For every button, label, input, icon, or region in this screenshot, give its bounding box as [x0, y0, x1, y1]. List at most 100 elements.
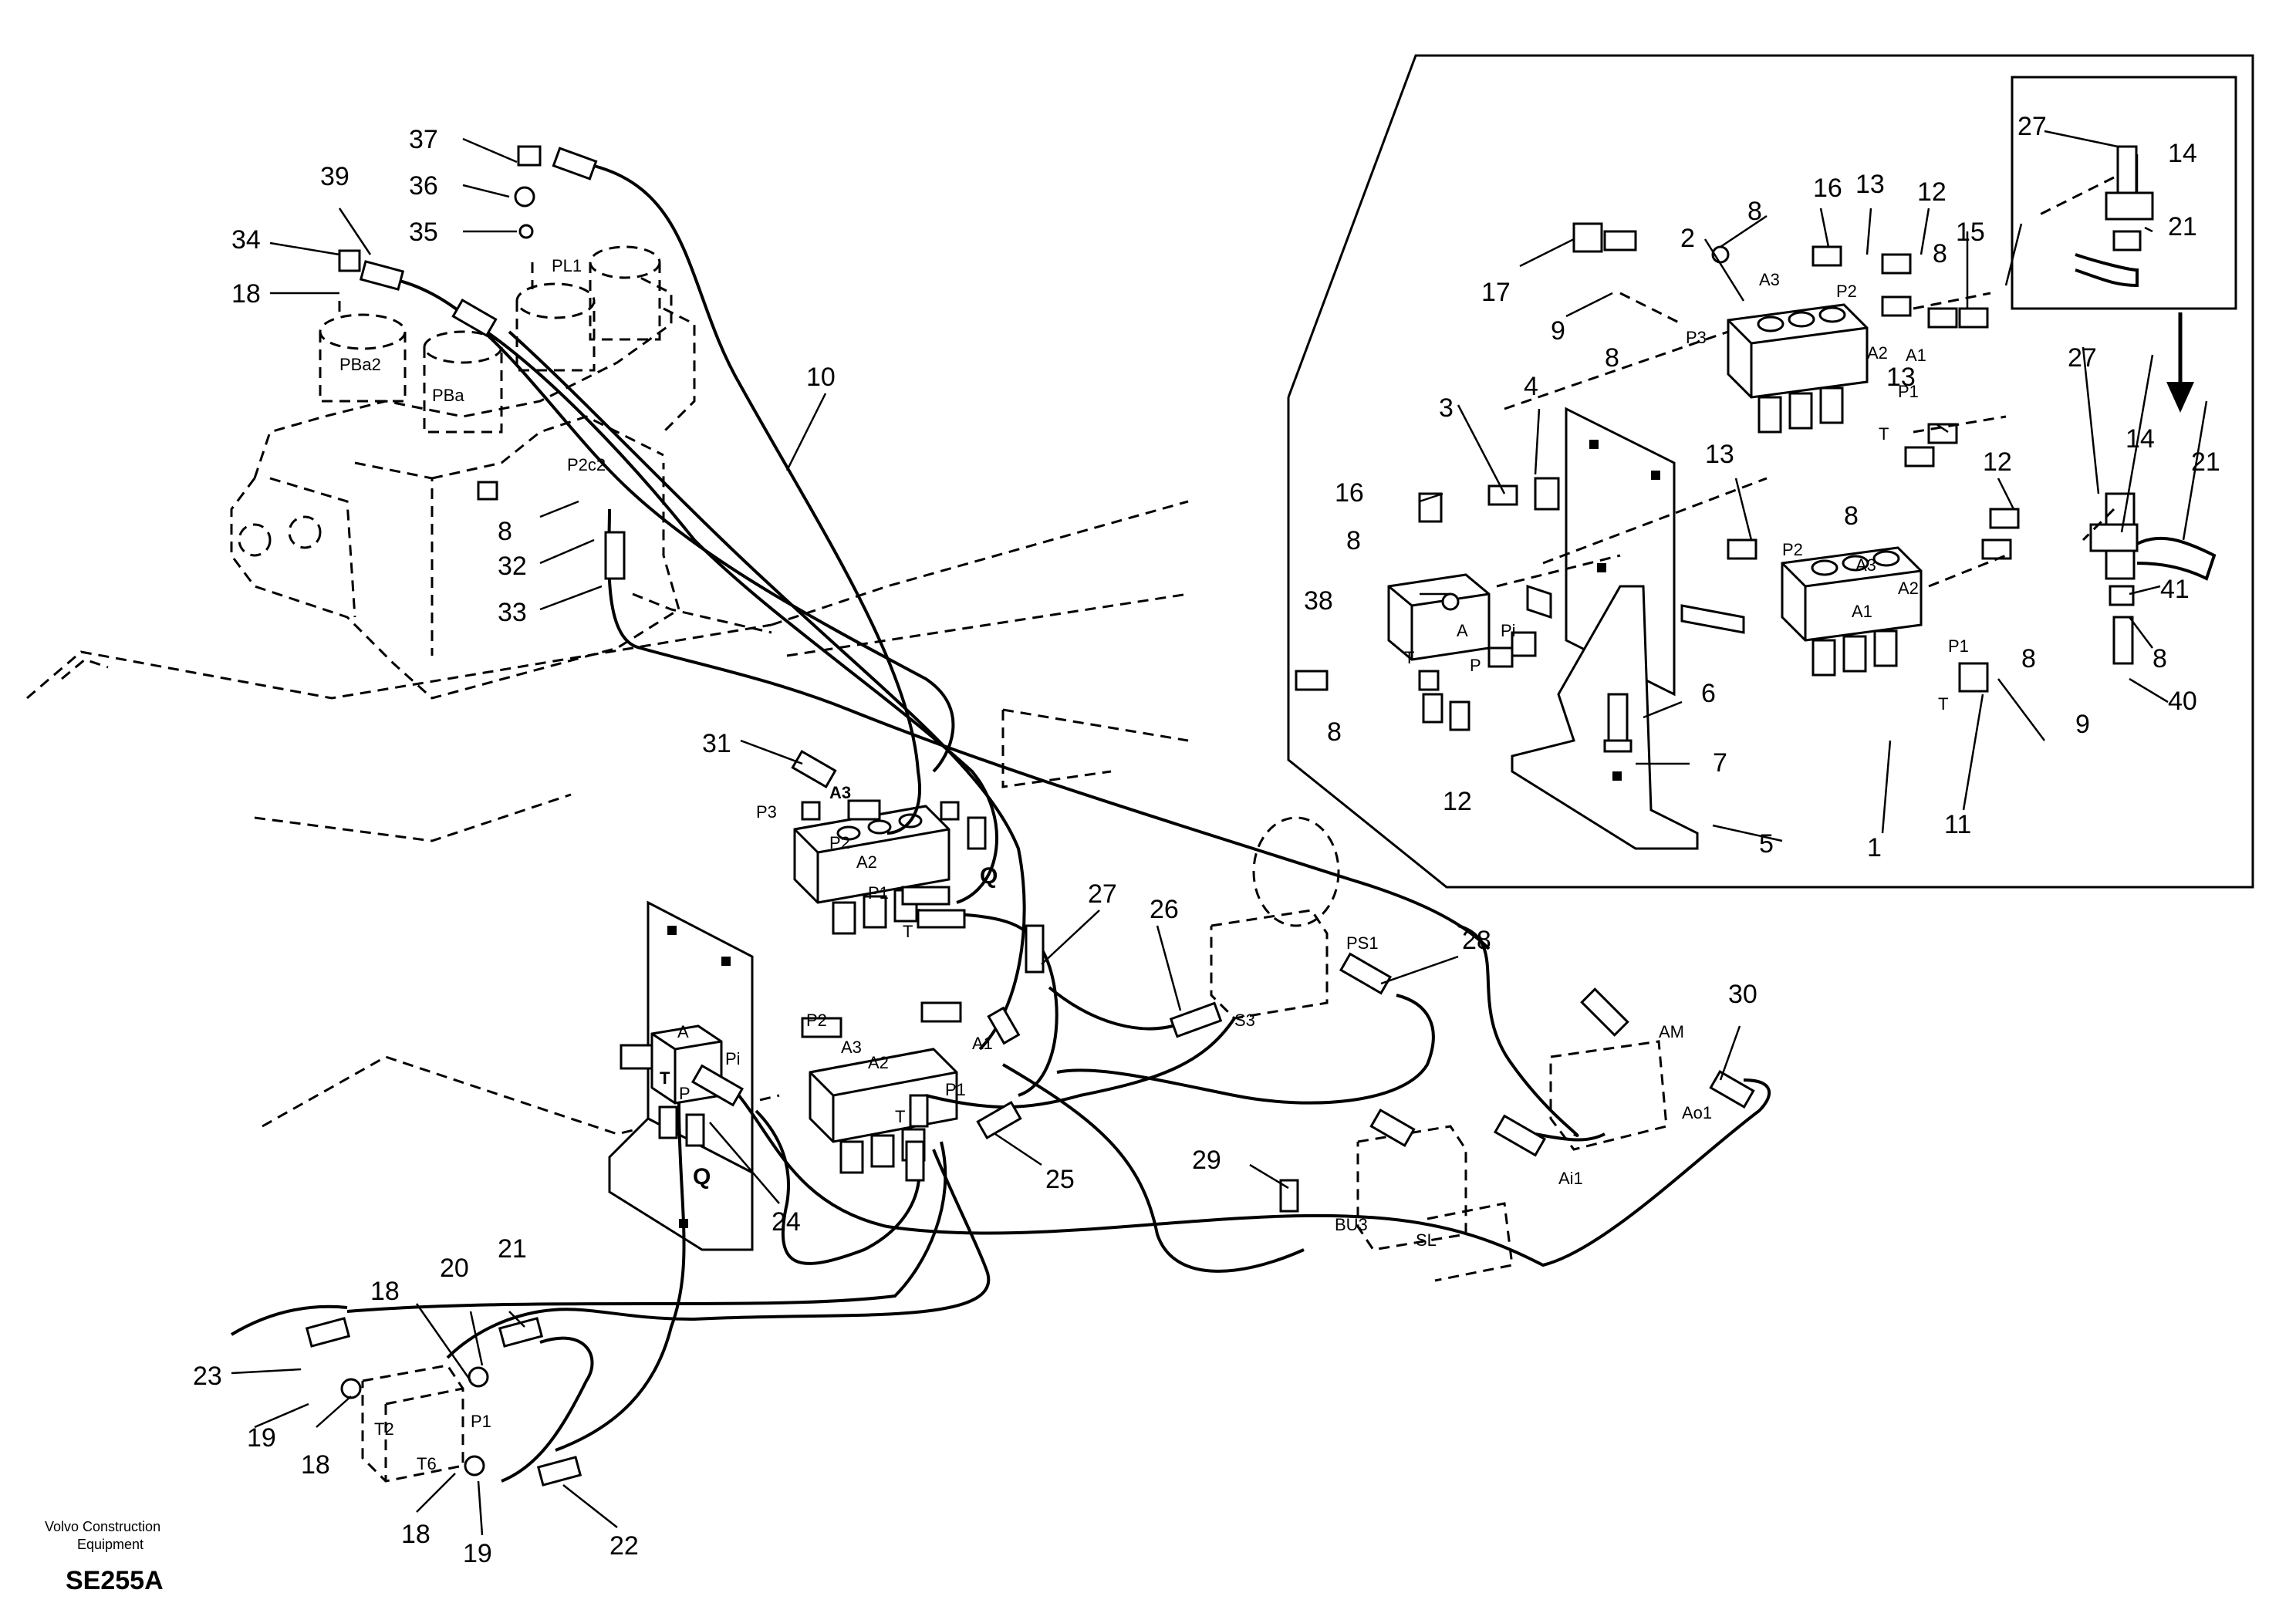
- inset-dash-lines: [1496, 176, 2115, 588]
- callout-7: 7: [1713, 748, 1727, 778]
- inset-valve-block-2: [1727, 303, 1869, 434]
- main-control-valve: [230, 245, 696, 700]
- callout-21-inset: 21: [2191, 447, 2220, 477]
- callout-18: 18: [231, 279, 261, 309]
- port-t6: T6: [417, 1454, 437, 1473]
- callout-27-inset: 27: [2068, 343, 2097, 373]
- hoses: [230, 164, 1771, 1483]
- port-pi-inset38: Pi: [1501, 621, 1516, 640]
- callout-3: 3: [1439, 393, 1454, 423]
- callout-36: 36: [409, 171, 438, 201]
- port-p3-inset2: P3: [1686, 328, 1707, 347]
- callout-18c: 18: [301, 1450, 330, 1480]
- callout-40: 40: [2168, 687, 2197, 716]
- inset-block-38: [1387, 573, 1491, 661]
- callout-6: 6: [1701, 679, 1716, 708]
- port-a3-inset1: A3: [1855, 555, 1876, 575]
- callout-39: 39: [320, 162, 349, 191]
- company-line-1: Volvo Construction: [45, 1519, 160, 1534]
- port-a1-inset2: A1: [1906, 346, 1926, 365]
- sub-detail-box: [2011, 76, 2237, 310]
- detail-arrow-icon: [2166, 312, 2194, 413]
- callout-4: 4: [1524, 372, 1538, 401]
- callout-16-inset: 16: [1335, 478, 1364, 508]
- detail-inset-frame: [1287, 54, 2254, 889]
- callout-10: 10: [806, 363, 836, 392]
- port-p2-inset1: P2: [1782, 540, 1803, 559]
- callout-8-inset-e: 8: [1327, 717, 1342, 747]
- callout-15: 15: [1956, 218, 1985, 247]
- callout-9-inset: 9: [2075, 710, 2090, 739]
- callout-19b: 19: [463, 1539, 492, 1568]
- port-a3-lower: A3: [841, 1038, 862, 1057]
- callout-22: 22: [609, 1531, 639, 1561]
- port-a1-inset1: A1: [1852, 602, 1872, 621]
- port-am: AM: [1659, 1022, 1684, 1041]
- port-q-centre: Q: [693, 1164, 711, 1190]
- port-a2-inset2: A2: [1867, 343, 1888, 363]
- callout-37: 37: [409, 125, 438, 154]
- port-labels: PL1 PBa2 PBa P2c2 A3 P3 P2 A2 P1 T Q P2 …: [339, 256, 1969, 1473]
- port-q-upper: Q: [980, 863, 998, 889]
- port-p2-upper: P2: [829, 833, 850, 852]
- company-line-2: Equipment: [77, 1537, 144, 1552]
- callout-12: 12: [1917, 177, 1947, 207]
- callout-8-inset-b: 8: [1933, 239, 1947, 268]
- port-t-inset38: T: [1404, 648, 1414, 667]
- port-t2: T2: [374, 1419, 394, 1439]
- drawing-code: SE255A: [66, 1566, 164, 1595]
- callout-arrows: [231, 130, 2208, 1536]
- callout-18b: 18: [370, 1277, 400, 1306]
- port-p1-lower: P1: [945, 1080, 966, 1099]
- callout-23: 23: [193, 1362, 222, 1391]
- callout-41: 41: [2160, 575, 2190, 604]
- callout-8-inset-f: 8: [1844, 501, 1859, 531]
- callout-28: 28: [1462, 926, 1491, 955]
- callout-17: 17: [1481, 278, 1511, 307]
- callout-27: 27: [1088, 879, 1117, 909]
- port-a-inset38: A: [1457, 621, 1468, 640]
- port-t-inset1: T: [1938, 694, 1948, 714]
- callout-30: 30: [1728, 980, 1757, 1009]
- callout-27-sub: 27: [2017, 112, 2047, 141]
- port-a2-lower: A2: [868, 1053, 889, 1072]
- pilot-pump-block: [361, 1364, 464, 1483]
- port-a-centre: A: [677, 1022, 689, 1041]
- callout-13: 13: [1855, 170, 1885, 199]
- callout-33: 33: [498, 598, 527, 627]
- callout-1: 1: [1867, 833, 1882, 862]
- callout-14: 14: [2125, 424, 2155, 454]
- callout-25: 25: [1045, 1165, 1075, 1194]
- inset-valve-block-1: [1781, 546, 1923, 677]
- port-p2-lower: P2: [806, 1011, 827, 1030]
- callout-numbers: 37 36 35 39 34 18 10 8 32 33 31 27 26 28…: [193, 112, 2220, 1568]
- company-block: Volvo Construction Equipment SE255A: [45, 1519, 164, 1595]
- callout-2: 2: [1680, 224, 1695, 253]
- port-pi-centre: Pi: [725, 1049, 741, 1068]
- port-pba2: PBa2: [339, 355, 381, 374]
- port-a2-inset1: A2: [1898, 579, 1919, 598]
- callout-8-inset-h: 8: [2152, 644, 2167, 673]
- callout-13-inset-a: 13: [1705, 440, 1734, 469]
- callout-8: 8: [498, 517, 512, 546]
- port-t-inset2: T: [1879, 424, 1889, 444]
- callout-18d: 18: [401, 1520, 430, 1549]
- callout-12-inset-a: 12: [1443, 787, 1472, 816]
- port-t-upper: T: [903, 922, 913, 941]
- port-a2-upper: A2: [856, 852, 877, 872]
- background-frame-dashes: [26, 500, 1189, 1136]
- port-sl: SL: [1416, 1230, 1437, 1250]
- callout-5: 5: [1759, 829, 1774, 859]
- port-ps1: PS1: [1346, 933, 1379, 953]
- callout-13-inset-b: 13: [1886, 363, 1916, 392]
- port-bu3: BU3: [1335, 1215, 1368, 1234]
- port-p-centre: P: [679, 1084, 690, 1103]
- callout-8-inset-c: 8: [1605, 343, 1619, 373]
- callout-14-sub: 14: [2168, 139, 2197, 168]
- callout-8-inset-g: 8: [2021, 644, 2036, 673]
- callout-21-sub: 21: [2168, 212, 2197, 241]
- port-p2-inset2: P2: [1836, 282, 1857, 301]
- callout-32: 32: [498, 552, 527, 581]
- port-p1-pump: P1: [471, 1412, 491, 1431]
